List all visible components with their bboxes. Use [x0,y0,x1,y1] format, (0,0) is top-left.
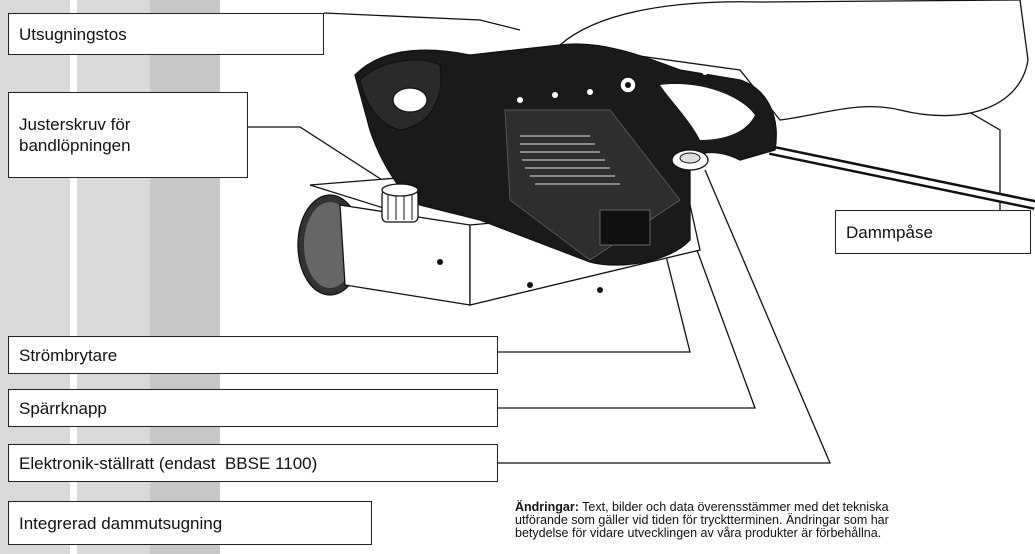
label-utsugningstos: Utsugningstos [8,13,324,55]
note-line3: betydelse för vidare utvecklingen av vår… [515,526,882,540]
note-heading: Ändringar: [515,500,579,514]
leader-elektronik [498,169,831,464]
note-line1: Text, bilder och data överensstämmer med… [578,500,889,514]
label-text-line2: bandlöpningen [19,136,131,155]
handle-opening [660,84,755,140]
changes-note: Ändringar: Text, bilder och data överens… [515,501,1030,540]
label-justerskruv: Justerskruv för bandlöpningen [8,92,248,178]
label-text: Utsugningstos [19,24,127,44]
label-text: Strömbrytare [19,345,118,365]
label-strombrytare: Strömbrytare [8,336,498,374]
dust-bag [558,0,1029,121]
label-text: Spärrknapp [19,398,107,418]
tracking-knob [381,183,419,223]
label-integrerad: Integrerad dammutsugning [8,501,372,545]
label-text: Elektronik-ställratt (endast BBSE 1100) [19,453,318,473]
label-text-line1: Justerskruv för [19,115,131,134]
leader-utsugningstos [323,12,521,31]
leader-justerskruv [248,126,391,186]
dust-outlet [392,87,428,113]
label-text: Dammpåse [846,222,933,242]
label-sparrknapp: Spärrknapp [8,389,498,427]
note-line2: utförande som gäller vid tiden för tryck… [515,513,889,527]
background-gap [70,0,77,554]
label-elektronik: Elektronik-ställratt (endast BBSE 1100) [8,444,498,482]
label-text: Integrerad dammutsugning [19,513,223,533]
vent-pattern [520,135,620,185]
label-dammpase: Dammpåse [835,210,1031,254]
